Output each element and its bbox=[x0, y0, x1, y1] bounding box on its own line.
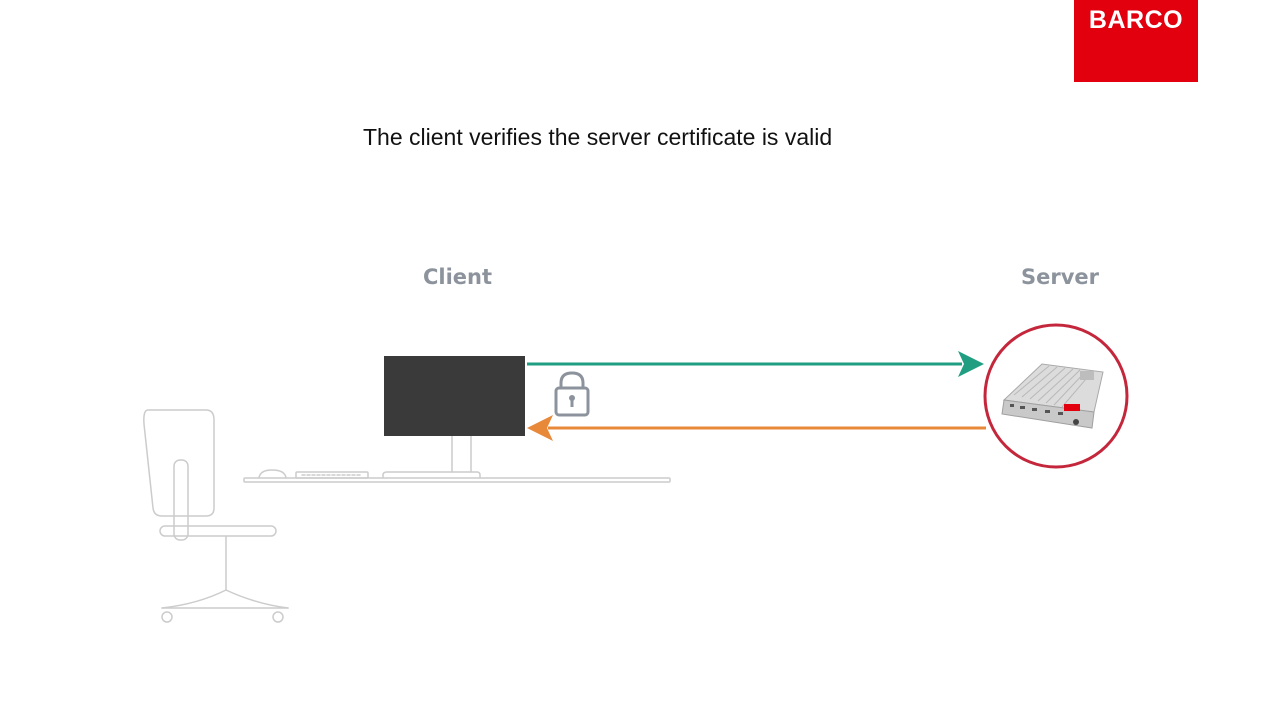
request-arrow bbox=[527, 351, 984, 377]
padlock-icon bbox=[554, 371, 590, 417]
response-arrow bbox=[527, 415, 986, 441]
client-monitor bbox=[384, 356, 525, 436]
mouse-icon bbox=[258, 469, 287, 479]
chair-icon bbox=[143, 409, 289, 623]
server-label: Server bbox=[1021, 265, 1100, 289]
server-node bbox=[983, 323, 1129, 469]
barco-logo-text: BARCO bbox=[1088, 6, 1184, 34]
desk-icon bbox=[243, 477, 671, 483]
barco-logo: BARCO bbox=[1074, 0, 1198, 82]
monitor-stand bbox=[382, 435, 481, 479]
server-device-icon bbox=[1001, 363, 1104, 429]
step-caption: The client verifies the server certifica… bbox=[363, 124, 833, 150]
keyboard-icon bbox=[295, 471, 369, 479]
workstation-illustration bbox=[143, 409, 671, 623]
client-label: Client bbox=[423, 265, 493, 289]
